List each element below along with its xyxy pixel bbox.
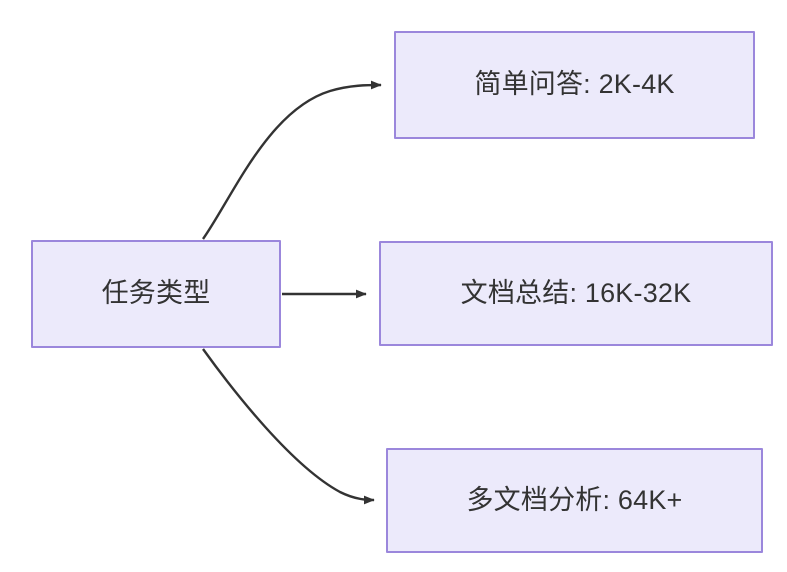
node-simple-qa-label: 简单问答: 2K-4K xyxy=(474,69,675,100)
edge-source-to-multi-doc xyxy=(202,348,375,505)
edge-source-to-simple-qa xyxy=(202,80,382,240)
node-doc-summary-label: 文档总结: 16K-32K xyxy=(460,277,692,308)
node-task-type-label: 任务类型 xyxy=(101,278,211,309)
node-multi-doc-label: 多文档分析: 64K+ xyxy=(466,484,683,515)
node-task-type[interactable]: 任务类型 xyxy=(31,240,281,348)
node-multi-doc[interactable]: 多文档分析: 64K+ xyxy=(386,448,763,553)
node-doc-summary[interactable]: 文档总结: 16K-32K xyxy=(379,241,773,346)
node-simple-qa[interactable]: 简单问答: 2K-4K xyxy=(394,31,755,139)
